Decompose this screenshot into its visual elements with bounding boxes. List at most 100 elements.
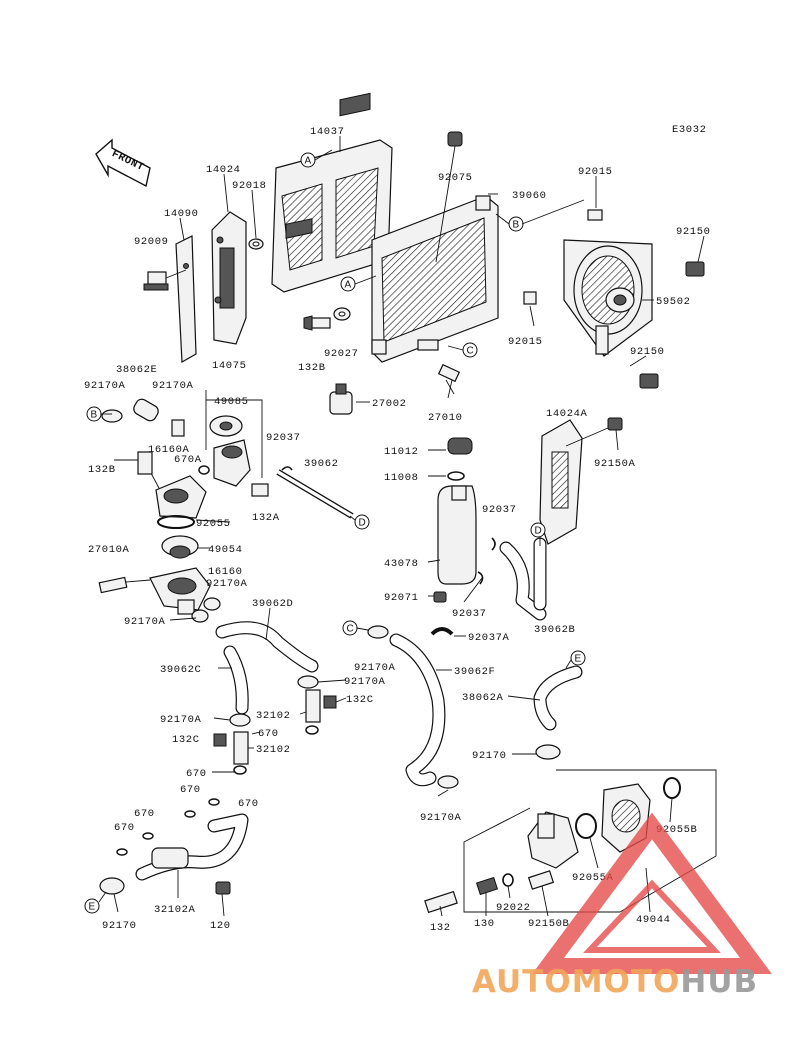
label-92037a: 92037A <box>468 632 510 644</box>
label-132: 132 <box>430 922 451 934</box>
label-92150-top: 92150 <box>676 226 711 238</box>
bolt-92009 <box>143 269 187 291</box>
label-32102-2: 32102 <box>256 744 291 756</box>
bolt-132b <box>303 307 351 331</box>
ref-d-1: D <box>359 518 366 529</box>
label-92170a-6: 92170A <box>344 676 386 688</box>
bolt-92150a <box>565 417 623 447</box>
clamp-92170a-pump <box>437 775 459 789</box>
label-39062b: 39062B <box>534 624 575 636</box>
label-132c-2: 132C <box>172 734 200 746</box>
water-pipe <box>99 798 249 895</box>
ref-d-2: D <box>535 526 542 537</box>
label-49044: 49044 <box>636 914 671 926</box>
switch-27002 <box>329 383 353 415</box>
label-670a: 670A <box>174 454 202 466</box>
label-16160: 16160 <box>208 566 243 578</box>
watermark-part1: AUTOMOTO <box>472 964 680 1000</box>
hose-38062a <box>533 665 583 731</box>
ref-leaders <box>98 149 585 903</box>
label-43078: 43078 <box>384 558 419 570</box>
label-14024a: 14024A <box>546 408 588 420</box>
label-132a: 132A <box>252 512 280 524</box>
ref-a-1: A <box>305 156 312 167</box>
side-cover-left <box>211 211 247 345</box>
label-11012: 11012 <box>384 446 419 458</box>
label-670-6: 670 <box>114 822 135 834</box>
bracket-strip <box>175 235 197 364</box>
reservoir-tank <box>437 437 477 585</box>
label-39060: 39060 <box>512 190 547 202</box>
sensor-27010 <box>437 363 461 395</box>
hose-39062c <box>223 645 249 715</box>
label-32102-1: 32102 <box>256 710 291 722</box>
label-92170-1: 92170 <box>472 750 507 762</box>
label-39062c: 39062C <box>160 664 201 676</box>
water-pump-group <box>424 769 717 914</box>
label-92022: 92022 <box>496 902 531 914</box>
label-14090: 14090 <box>164 208 199 220</box>
watermark-text: AUTOMOTOHUB <box>472 964 758 1000</box>
label-92018: 92018 <box>232 180 267 192</box>
label-32102a: 32102A <box>154 904 196 916</box>
label-11008: 11008 <box>384 472 419 484</box>
label-38062e: 38062E <box>116 364 157 376</box>
label-27002: 27002 <box>372 398 407 410</box>
hose-39062f <box>389 633 446 787</box>
label-92170a-8: 92170A <box>420 812 462 824</box>
label-92037-b: 92037 <box>482 504 517 516</box>
ref-c-2: C <box>347 624 354 635</box>
clip-92037 <box>281 466 293 471</box>
leader-lines <box>113 136 705 917</box>
label-39062d: 39062D <box>252 598 293 610</box>
label-49085: 49085 <box>214 396 249 408</box>
label-92009: 92009 <box>134 236 169 248</box>
label-92015-mid: 92015 <box>508 336 543 348</box>
label-132b-top: 132B <box>298 362 326 374</box>
label-670-1: 670 <box>258 728 279 740</box>
label-92170-2: 92170 <box>102 920 137 932</box>
grommet-92018 <box>248 238 264 250</box>
label-14037: 14037 <box>310 126 345 138</box>
ref-b-1: B <box>91 410 98 421</box>
label-92170a-7: 92170A <box>160 714 202 726</box>
label-92170a-4: 92170A <box>124 616 166 628</box>
label-92075: 92075 <box>438 172 473 184</box>
ref-e-1: E <box>575 654 582 665</box>
grommet-92071 <box>433 591 447 603</box>
label-14024: 14024 <box>206 164 241 176</box>
label-120: 120 <box>210 920 231 932</box>
label-92071: 92071 <box>384 592 419 604</box>
label-670-5: 670 <box>134 808 155 820</box>
clamp-92170a-left <box>229 713 251 727</box>
diagram-code: E3032 <box>672 124 707 136</box>
label-92055: 92055 <box>196 518 231 530</box>
radiator-core <box>371 195 499 363</box>
hose-39062b <box>499 537 547 621</box>
shroud-14024a <box>539 419 583 545</box>
clip-92037-lower <box>477 571 484 585</box>
watermark-part2: HUB <box>680 964 758 1000</box>
ref-b-2: B <box>513 220 520 231</box>
clamp-92037a <box>430 627 454 636</box>
fitting-32102-upper <box>305 689 337 735</box>
label-92150b: 92150B <box>528 918 569 930</box>
label-92170a-2: 92170A <box>152 380 194 392</box>
bolt-92150-bottom <box>639 373 659 389</box>
thermostat <box>161 535 199 559</box>
label-130: 130 <box>474 918 495 930</box>
label-92037-c: 92037 <box>452 608 487 620</box>
label-27010: 27010 <box>428 412 463 424</box>
rod-39062 <box>276 469 354 519</box>
watermark-logo <box>532 812 772 974</box>
label-92150-bottom: 92150 <box>630 346 665 358</box>
thermostat-housing <box>149 567 211 615</box>
label-92170a-1: 92170A <box>84 380 126 392</box>
label-92170a-3: 92170A <box>206 578 248 590</box>
clamp-pair <box>191 597 221 623</box>
ref-c-1: C <box>467 346 474 357</box>
fitting-32102-lower <box>213 731 249 775</box>
label-92037-a: 92037 <box>266 432 301 444</box>
sensor-27010a <box>98 576 151 594</box>
